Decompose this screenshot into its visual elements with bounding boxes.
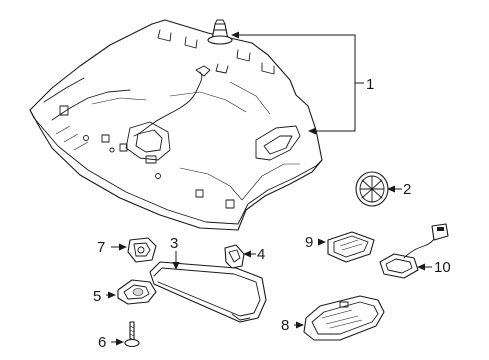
dome-lamp-lens-part xyxy=(318,231,375,263)
callout-4: 4 xyxy=(257,246,265,263)
grommet-part xyxy=(355,171,402,207)
callout-5: 5 xyxy=(93,288,101,305)
clip-fastener xyxy=(207,19,233,45)
callout-7: 7 xyxy=(97,239,105,256)
callout-10: 10 xyxy=(434,259,451,276)
callout-1: 1 xyxy=(366,76,374,93)
callout-3: 3 xyxy=(170,235,178,252)
bracket-part xyxy=(111,237,157,263)
callout-9: 9 xyxy=(305,234,313,251)
callout-2: 2 xyxy=(403,181,411,198)
sun-visor-part xyxy=(149,251,267,323)
screw-part xyxy=(111,321,140,348)
visor-retainer-part xyxy=(224,244,256,269)
callout-8: 8 xyxy=(281,317,289,334)
callout-6: 6 xyxy=(98,334,106,351)
map-lamp-housing-part xyxy=(294,295,385,341)
harness-connector-part xyxy=(379,223,449,279)
visor-hinge-part xyxy=(106,279,157,305)
callout-1-leader xyxy=(231,31,364,135)
headliner-panel xyxy=(29,19,323,231)
